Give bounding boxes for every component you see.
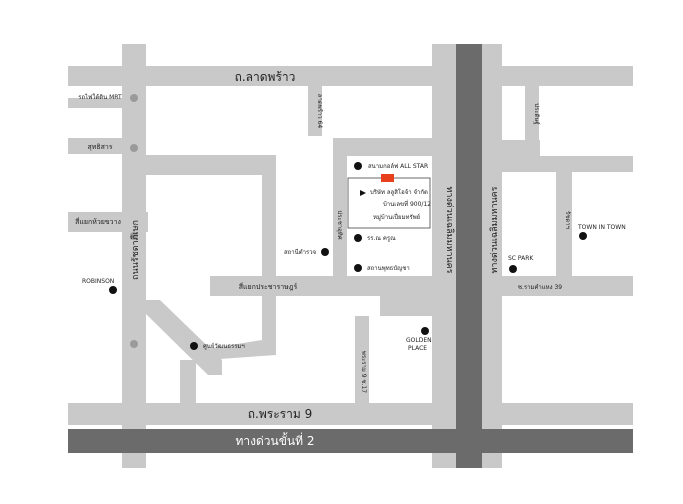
poi-label-golden-place-1: GOLDEN <box>406 337 432 344</box>
road-label-lat-phrao: ถ.ลาดพร้าว <box>235 70 296 84</box>
road-ratchada <box>122 44 146 468</box>
road-lower-left-vertical <box>180 360 196 403</box>
road-inner-vertical <box>262 155 276 355</box>
poi-marker-cultural <box>190 342 198 350</box>
road-label-ramkhamhaeng-39: ซ.รามคำแหง 39 <box>518 284 562 291</box>
road-label-phra-ram-9: ถ.พระราม 9 <box>248 407 312 421</box>
road-label-lat-phrao-64: ลาดพร้าว 64 <box>316 94 323 129</box>
label-huai-khwang: สี่แยกห้วยขวาง <box>75 217 121 226</box>
road-label-expressway-left: ทางด่วนเฉลิมมหานคร <box>444 186 455 273</box>
poi-label-police: สถานีตำรวจ <box>284 248 316 256</box>
mrt-station-lower <box>130 232 138 240</box>
road-right-top-connector <box>500 140 540 156</box>
poi-marker-robinson <box>109 286 117 294</box>
road-label-phra-ram-9-17: พระราม 9 ซ.17 <box>360 351 367 393</box>
road-inner-top <box>146 155 270 175</box>
expressway-vertical <box>456 44 482 468</box>
road-sutthisan <box>68 138 136 154</box>
office-name: บริษัท ลลูสิโอจ้า จำกัด <box>370 188 428 196</box>
poi-label-town-in-town: TOWN IN TOWN <box>577 224 626 231</box>
road-mrt-spur <box>68 98 133 108</box>
road-label-pradit: ประดิษฐ์ <box>533 103 541 124</box>
label-pracha-rat: สี่แยกประชาราษฎร์ <box>239 282 298 291</box>
poi-marker-golden-place <box>421 327 429 335</box>
road-golden-gap <box>395 296 405 316</box>
poi-marker-all-star <box>354 162 362 170</box>
road-phra-ram-9 <box>68 403 633 425</box>
office-info-box <box>347 177 431 229</box>
office-village: หมู่บ้านเปี่ยมทรัพย์ <box>373 213 420 221</box>
road-label-ratchada-nm: รัชดาฯ <box>564 211 571 229</box>
mrt-station-mid <box>130 144 138 152</box>
road-phra-ram-9-17 <box>355 316 369 404</box>
road-label-expressway-right: ทางด่วนเฉลิมมหานคร <box>489 186 500 273</box>
road-expressway-frontage-left <box>432 44 456 468</box>
road-lat-phrao <box>68 66 633 86</box>
arrow-icon <box>360 190 366 196</box>
poi-marker-temple <box>354 264 362 272</box>
poi-label-temple: สถานพุทธบัญชา <box>367 265 410 272</box>
road-right-vertical <box>556 156 572 280</box>
mrt-station-bottom <box>130 340 138 348</box>
poi-marker-police <box>321 248 329 256</box>
road-diagonal-cultural <box>146 300 222 375</box>
poi-label-cultural: ศูนย์วัฒนธรรมฯ <box>203 342 245 350</box>
poi-marker-town-in-town <box>579 232 587 240</box>
road-lat-phrao-64 <box>308 86 322 136</box>
road-network <box>68 44 633 468</box>
poi-marker-school <box>354 234 362 242</box>
road-expressway-frontage-right <box>482 44 502 468</box>
road-label-ratchada: ถนนรัชดาภิเษก <box>130 220 141 280</box>
road-pracha-uthit <box>333 138 347 278</box>
poi-label-all-star: สนามกอล์ฟ ALL STAR <box>368 162 428 170</box>
road-all-star <box>335 138 435 156</box>
road-pradit <box>525 86 539 142</box>
road-label-expressway-2: ทางด่วนขั้นที่ 2 <box>235 432 314 448</box>
label-sutthisan: สุทธิสาร <box>87 143 112 151</box>
poi-label-sc-park: SC PARK <box>508 255 534 262</box>
office-address: บ้านเลขที่ 900/12 <box>383 200 431 208</box>
road-ramkhamhaeng-39 <box>500 276 633 296</box>
road-label-pracha-uthit: ประชาอุทิศ <box>336 210 343 239</box>
poi-label-school: รร.ณ ครูณ <box>367 235 396 242</box>
office-marker <box>381 174 394 182</box>
poi-label-golden-place-2: PLACE <box>408 345 427 352</box>
road-diagonal-inner <box>200 340 276 360</box>
poi-label-robinson: ROBINSON <box>82 278 114 285</box>
expressway-horizontal <box>68 429 633 453</box>
mrt-station-top <box>130 94 138 102</box>
poi-marker-sc-park <box>509 265 517 273</box>
label-mrt: รถไฟใต้ดิน MRT <box>78 93 122 101</box>
